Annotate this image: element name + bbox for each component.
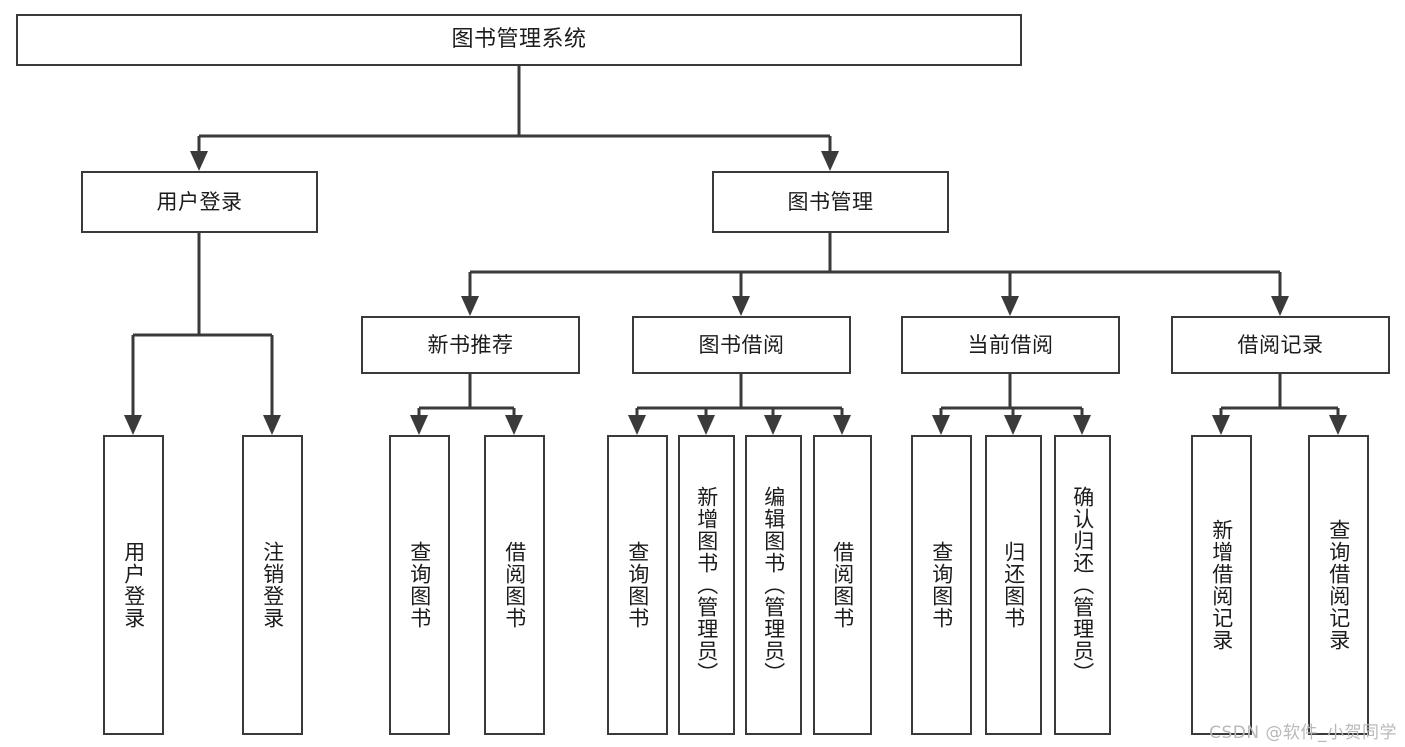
node-label: 查询借阅记录 [1326,519,1351,651]
node-label: 新增图书（管理员） [694,486,719,684]
node-new-book-recommendation[interactable]: 新书推荐 [361,316,580,374]
node-label: 图书管理 [787,189,874,214]
node-book-borrowing[interactable]: 图书借阅 [632,316,851,374]
node-leaf-query-book-3[interactable]: 查询图书 [911,435,972,735]
node-label: 查询图书 [929,541,954,629]
arrow-to-book-borrow [732,296,750,316]
node-root-book-management-system[interactable]: 图书管理系统 [16,14,1022,66]
arrow-to-leaf-query-book-2 [628,415,646,435]
arrow-to-leaf-user-login [124,415,142,435]
node-label: 借阅图书 [830,541,855,629]
node-leaf-user-login[interactable]: 用户登录 [103,435,164,735]
node-leaf-confirm-return-admin[interactable]: 确认归还（管理员） [1054,435,1111,735]
node-leaf-borrow-book-2[interactable]: 借阅图书 [813,435,872,735]
arrow-to-leaf-confirm-return [1073,415,1091,435]
node-current-borrowing[interactable]: 当前借阅 [901,316,1120,374]
arrow-to-leaf-query-record [1329,415,1347,435]
node-label: 借阅图书 [502,541,527,629]
node-label: 归还图书 [1001,541,1026,629]
arrow-to-leaf-add-book [697,415,715,435]
arrow-to-leaf-query-book-3 [932,415,950,435]
node-label: 当前借阅 [967,332,1054,357]
node-label: 注销登录 [260,541,285,629]
node-leaf-borrow-book-1[interactable]: 借阅图书 [484,435,545,735]
node-label: 借阅记录 [1237,332,1324,357]
arrow-to-leaf-borrow-book-2 [833,415,851,435]
node-leaf-query-book-2[interactable]: 查询图书 [607,435,668,735]
arrow-to-new-book-rec [461,296,479,316]
node-label: 查询图书 [407,541,432,629]
node-label: 用户登录 [156,189,243,214]
node-user-login[interactable]: 用户登录 [81,171,318,233]
node-leaf-add-book-admin[interactable]: 新增图书（管理员） [678,435,735,735]
node-label: 编辑图书（管理员） [761,486,786,684]
node-leaf-return-book[interactable]: 归还图书 [985,435,1042,735]
node-label: 新书推荐 [427,332,514,357]
arrow-to-leaf-add-record [1212,415,1230,435]
node-label: 用户登录 [121,541,146,629]
node-leaf-add-borrow-record[interactable]: 新增借阅记录 [1191,435,1252,735]
node-label: 确认归还（管理员） [1070,486,1095,684]
node-leaf-logout[interactable]: 注销登录 [242,435,303,735]
arrow-to-current-borrow [1001,296,1019,316]
node-label: 图书借阅 [698,332,785,357]
node-borrowing-record[interactable]: 借阅记录 [1171,316,1390,374]
arrow-to-leaf-query-book-1 [410,415,428,435]
arrow-to-borrow-record [1271,296,1289,316]
arrow-to-leaf-edit-book [764,415,782,435]
node-leaf-edit-book-admin[interactable]: 编辑图书（管理员） [745,435,802,735]
node-book-management[interactable]: 图书管理 [712,171,949,233]
arrow-to-leaf-borrow-book-1 [505,415,523,435]
arrow-to-leaf-logout [263,415,281,435]
node-leaf-query-book-1[interactable]: 查询图书 [389,435,450,735]
node-label: 新增借阅记录 [1209,519,1234,651]
arrow-to-book-manage [821,151,839,171]
arrow-to-leaf-return-book [1004,415,1022,435]
node-label: 查询图书 [625,541,650,629]
node-leaf-query-borrow-record[interactable]: 查询借阅记录 [1308,435,1369,735]
node-label: 图书管理系统 [451,27,587,53]
arrow-to-user-login [190,151,208,171]
